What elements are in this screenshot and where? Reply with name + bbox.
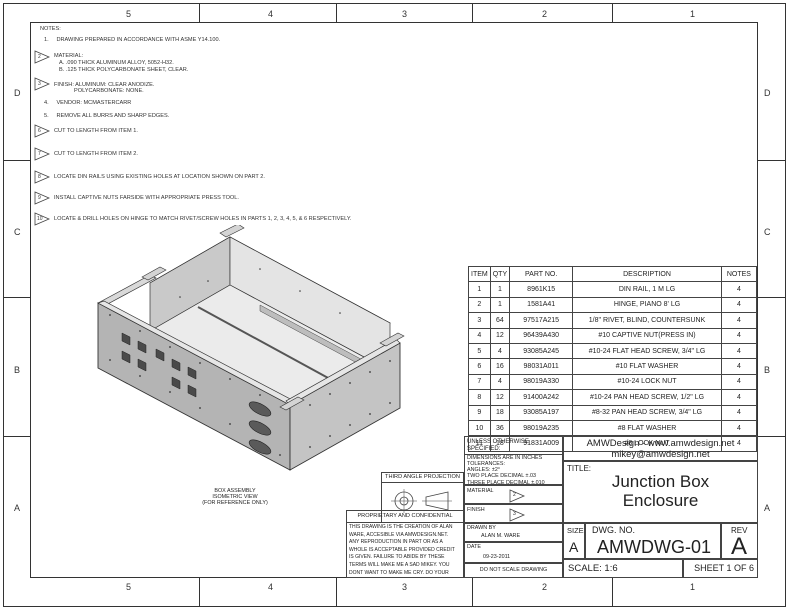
note-5: 5. REMOVE ALL BURRS AND SHARP EDGES. bbox=[44, 113, 170, 119]
flag-triangle-icon bbox=[34, 77, 50, 91]
outer-border bbox=[3, 3, 786, 607]
zone-col-bottom: 2 bbox=[542, 582, 548, 592]
bom-header: PART NO. bbox=[509, 265, 574, 283]
zone-col-top: 4 bbox=[268, 9, 274, 19]
note-4: 4. VENDOR: MCMASTERCARR bbox=[44, 100, 132, 106]
zone-row-left: B bbox=[14, 365, 21, 375]
notes-heading: NOTES: bbox=[40, 26, 61, 32]
view-caption: BOX ASSEMBLY ISOMETRIC VIEW (FOR REFEREN… bbox=[202, 488, 268, 507]
zone-col-bottom: 5 bbox=[126, 582, 132, 592]
zone-col-bottom: 4 bbox=[268, 582, 274, 592]
zone-col-bottom: 1 bbox=[690, 582, 696, 592]
flag-triangle-icon bbox=[34, 170, 50, 184]
zone-row-right: A bbox=[764, 503, 771, 513]
no-scale-note: DO NOT SCALE DRAWING bbox=[464, 563, 563, 578]
sheet-field: SHEET 1 OF 6 bbox=[683, 559, 758, 578]
zone-col-top: 1 bbox=[690, 9, 696, 19]
zone-row-right: C bbox=[764, 227, 771, 237]
flag-triangle-icon bbox=[34, 212, 50, 226]
bom-header: ITEM bbox=[468, 265, 491, 283]
material-field: MATERIAL 2 bbox=[464, 485, 563, 504]
zone-row-left: D bbox=[14, 88, 21, 98]
size-field: SIZE A bbox=[563, 523, 585, 559]
finish-field: FINISH 3 bbox=[464, 504, 563, 523]
drawing-title: Enclosure bbox=[622, 491, 699, 510]
bom-header: NOTES bbox=[720, 265, 758, 283]
dwg-no-field: DWG. NO. AMWDWG-01 bbox=[585, 523, 721, 559]
flag-triangle-icon bbox=[34, 147, 50, 161]
date-field: DATE 09-23-2011 bbox=[464, 542, 563, 563]
flag-triangle-icon bbox=[34, 124, 50, 138]
box-assembly-isometric-view bbox=[97, 225, 405, 471]
flag-triangle-icon bbox=[34, 191, 50, 205]
bom-header: DESCRIPTION bbox=[572, 265, 722, 283]
scale-field: SCALE: 1:6 bbox=[563, 559, 683, 578]
flag-triangle-icon bbox=[509, 508, 525, 522]
company-block: AMWDesign - www.amwdesign.net mikey@amwd… bbox=[563, 436, 758, 461]
bom-header-row: ITEM QTY PART NO. DESCRIPTION NOTES bbox=[468, 265, 758, 283]
zone-row-right: D bbox=[764, 88, 771, 98]
zone-row-left: A bbox=[14, 503, 21, 513]
drawn-by-field: DRAWN BY ALAN M. WARE bbox=[464, 523, 563, 542]
title-block: TITLE: Junction Box Enclosure bbox=[563, 461, 758, 523]
zone-col-top: 5 bbox=[126, 9, 132, 19]
bom-header: QTY bbox=[489, 265, 511, 283]
zone-col-top: 3 bbox=[402, 9, 408, 19]
rev-field: REV A bbox=[721, 523, 758, 560]
zone-col-top: 2 bbox=[542, 9, 548, 19]
note-1: 1. DRAWING PREPARED IN ACCORDANCE WITH A… bbox=[44, 37, 221, 43]
drawing-title: Junction Box bbox=[611, 472, 710, 491]
flag-triangle-icon bbox=[509, 489, 525, 503]
flag-triangle-icon bbox=[34, 50, 50, 64]
zone-row-right: B bbox=[764, 365, 771, 375]
tolerance-block: UNLESS OTHERWISE SPECIFIED: DIMENSIONS A… bbox=[464, 436, 563, 486]
drawing-number: AMWDWG-01 bbox=[597, 537, 711, 557]
zone-col-bottom: 3 bbox=[402, 582, 408, 592]
zone-row-left: C bbox=[14, 227, 21, 237]
proprietary-block: PROPRIETARY AND CONFIDENTIAL THIS DRAWIN… bbox=[346, 510, 464, 578]
